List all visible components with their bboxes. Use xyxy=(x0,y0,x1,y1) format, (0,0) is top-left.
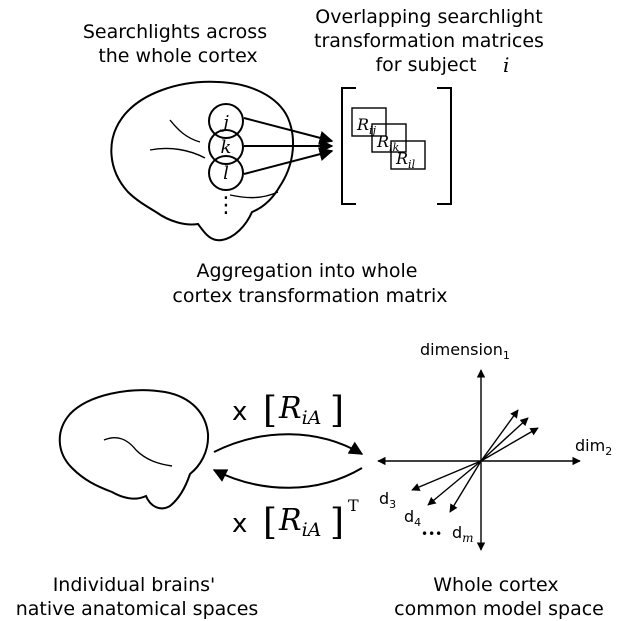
transform-arrows xyxy=(212,433,364,489)
inverse-arc xyxy=(212,467,363,489)
forward-bracket-left: [ xyxy=(263,390,277,431)
forward-arc xyxy=(213,433,364,455)
inverse-matrix: RiA xyxy=(278,503,321,541)
forward-op: x xyxy=(232,397,247,427)
inverse-transpose: T xyxy=(348,496,359,515)
axis-label-dim1: dimension1 xyxy=(420,340,510,362)
searchlight-label-l: l xyxy=(223,163,229,184)
matrix-label-ij: Rij xyxy=(356,115,377,137)
inverse-bracket-right: ] xyxy=(330,502,344,543)
vector-d4 xyxy=(427,460,482,506)
vector-dm xyxy=(449,460,482,513)
vector-up-1 xyxy=(480,417,529,462)
brain-outline-top xyxy=(110,80,295,242)
brain-outline-bottom xyxy=(58,389,210,510)
matrix-label-il: Ril xyxy=(395,149,416,171)
searchlight-circle-l xyxy=(208,155,244,191)
caption-common-model-space: Whole cortex common model space xyxy=(394,574,604,620)
forward-matrix: RiA xyxy=(278,391,321,429)
vector-up-2 xyxy=(480,409,519,462)
inverse-bracket-left: [ xyxy=(263,502,277,543)
axis-ellipsis: ••• xyxy=(421,527,442,541)
inverse-op: x xyxy=(232,509,247,539)
vector-up-3 xyxy=(480,427,539,462)
searchlight-circle-k xyxy=(208,129,244,165)
caption-searchlights: Searchlights across the whole cortex xyxy=(83,21,273,67)
matrix-brackets xyxy=(341,87,452,205)
searchlight-circles xyxy=(208,103,244,191)
axes-group xyxy=(377,369,581,551)
caption-native-spaces: Individual brains' native anatomical spa… xyxy=(16,574,259,620)
searchlight-ellipsis: ⋮ xyxy=(215,193,237,218)
matrix-label-ik: Rik xyxy=(376,132,400,154)
matrix-box-ij xyxy=(351,107,387,137)
caption-aggregation: Aggregation into whole cortex transforma… xyxy=(172,260,447,307)
searchlight-arrows xyxy=(243,117,334,175)
matrix-box-ik xyxy=(371,123,407,153)
searchlight-label-k: k xyxy=(221,137,232,158)
axis-label-d3: d3 xyxy=(379,489,396,511)
axis-label-d4: d4 xyxy=(404,507,421,529)
forward-bracket-right: ] xyxy=(330,390,344,431)
arrow-j xyxy=(243,117,334,145)
axis-label-dim2: dim2 xyxy=(575,436,612,458)
matrix-box-il xyxy=(390,140,426,170)
vector-d3 xyxy=(411,460,482,491)
axis-label-dm: dm xyxy=(452,523,474,545)
searchlight-label-j: j xyxy=(219,112,229,133)
subject-symbol: i xyxy=(503,53,509,77)
searchlight-circle-j xyxy=(208,103,244,139)
arrow-l xyxy=(243,147,334,175)
caption-transformation-matrices: Overlapping searchlight transformation m… xyxy=(314,6,550,76)
